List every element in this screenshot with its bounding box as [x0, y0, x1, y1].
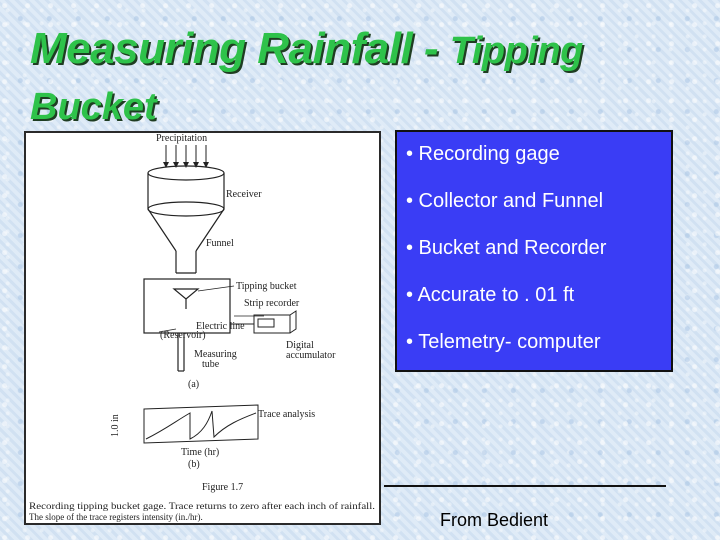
- source-credit: From Bedient: [440, 510, 549, 530]
- callout-lines: [158, 285, 264, 333]
- funnel-shape: [147, 208, 225, 274]
- label-figure-number: Figure 1.7: [202, 482, 243, 493]
- bullet-item: • Accurate to . 01 ft: [406, 284, 575, 306]
- bullet-item: • Bucket and Recorder: [406, 237, 607, 259]
- slide-title-line2: Bucket: [30, 86, 157, 128]
- bullet-item: • Collector and Funnel: [406, 190, 604, 212]
- label-axis-x: Time (hr): [181, 447, 219, 458]
- figure-caption-line2: The slope of the trace registers intensi…: [29, 512, 203, 522]
- precipitation-arrows: [163, 145, 209, 168]
- tipping-bucket-diagram: Precipitation Receiver Funnel: [29, 133, 375, 522]
- label-precipitation: Precipitation: [156, 133, 207, 144]
- label-measuring-1: Measuring: [194, 349, 237, 360]
- label-digital-1: Digital: [286, 340, 314, 351]
- bullet-list: • Recording gage • Collector and Funnel …: [395, 130, 673, 372]
- label-strip-recorder: Strip recorder: [244, 298, 300, 309]
- figure-caption-line1: Recording tipping bucket gage. Trace ret…: [29, 501, 375, 511]
- label-part-b: (b): [188, 459, 200, 470]
- receiver-shape: [147, 165, 225, 217]
- slide-title: Measuring Rainfall - Tipping: [30, 24, 583, 74]
- label-funnel: Funnel: [206, 238, 234, 249]
- recorder-box: [230, 310, 297, 334]
- measuring-tube: [177, 333, 185, 372]
- label-digital-2: accumulator: [286, 350, 336, 361]
- label-receiver: Receiver: [226, 189, 262, 200]
- label-trace-analysis: Trace analysis: [258, 409, 315, 420]
- bullet-item: • Recording gage: [406, 143, 560, 165]
- tipping-bucket-figure: Precipitation Receiver Funnel: [24, 131, 381, 525]
- gage-housing: [143, 278, 231, 334]
- trace-chart: [143, 404, 259, 444]
- bullet-item: • Telemetry- computer: [406, 331, 601, 353]
- divider-line: [384, 485, 666, 487]
- label-measuring-2: tube: [202, 359, 220, 370]
- label-reservoir: (Reservoir): [160, 330, 206, 341]
- label-tipping-bucket: Tipping bucket: [236, 281, 297, 292]
- label-axis-y: 1.0 in: [110, 414, 121, 437]
- slide-title-tipping: Tipping: [449, 30, 584, 72]
- slide-title-main: Measuring Rainfall -: [30, 24, 450, 73]
- label-part-a: (a): [188, 379, 199, 390]
- label-electric-line: Electric line: [196, 321, 245, 332]
